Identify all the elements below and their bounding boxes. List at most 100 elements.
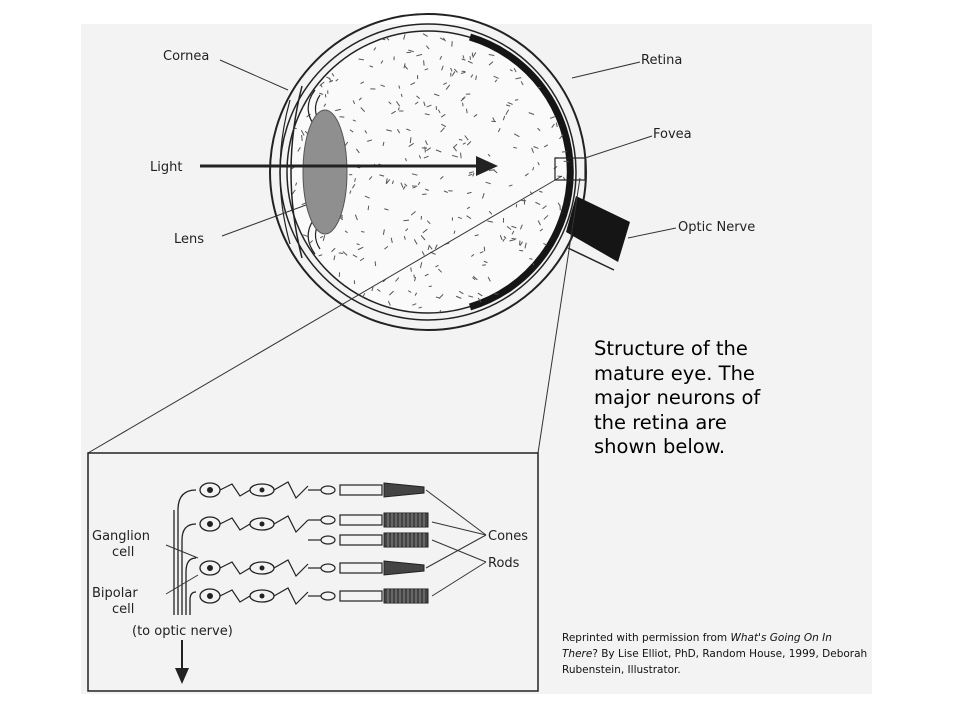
speckle [318,290,323,297]
speckle [549,31,552,36]
credit-book-title: What's Going On In There [562,632,832,660]
speckle [331,247,336,253]
speckle [373,47,377,51]
speckle [412,303,417,306]
bipolar-nucleus [259,593,265,599]
inset-leader-lines [165,489,487,597]
speckle [410,82,416,86]
speckle [462,55,465,59]
speckle [386,129,392,132]
speckle [302,234,308,237]
synapse [273,587,309,606]
speckle [509,69,513,72]
label-retina: Retina [641,53,682,68]
speckle [439,37,445,41]
speckle [369,65,374,68]
speckle [334,308,337,313]
speckle [396,129,401,134]
speckle [470,253,475,257]
label-cornea: Cornea [163,49,209,64]
speckle [452,154,459,158]
speckle [517,308,522,312]
speckle [523,299,526,305]
speckle [435,149,442,153]
speckle [400,93,403,98]
caption: Structure of the mature eye. The major n… [594,337,761,458]
speckle [519,249,524,252]
speckle [423,60,425,66]
speckle [453,68,458,73]
retina-inset [87,452,539,692]
speckle [391,180,394,185]
speckle [461,96,466,100]
speckle [411,173,418,176]
inner-segment [339,590,383,602]
speckle [416,53,423,57]
speckle [409,137,412,144]
speckle [418,306,422,309]
speckle [537,127,541,132]
speckle [475,75,477,81]
speckle [509,239,516,242]
speckle [429,245,433,250]
inner-segment [339,484,383,496]
label-bipolar-1: Bipolar [92,586,138,601]
speckle [537,161,540,166]
light-arrow [200,156,498,176]
label-optic-nerve: Optic Nerve [678,220,755,235]
label-cones: Cones [488,529,528,544]
speckle [519,241,523,246]
speckle [357,246,364,251]
bipolar-nucleus [259,521,265,527]
label-fovea: Fovea [653,127,692,142]
speckle [354,178,356,182]
speckle [434,244,438,249]
speckle [489,169,495,172]
speckle [414,101,419,105]
speckle [290,99,295,103]
leader-lines [87,59,677,454]
speckle [562,31,568,35]
speckle [559,134,564,140]
speckle [379,174,385,177]
speckle [473,114,478,118]
rod-outer-segment [383,512,429,528]
speckle [537,39,542,43]
cone-outer-segment [383,560,425,576]
speckle [546,44,549,49]
speckle [534,44,538,48]
label-to-optic-nerve: (to optic nerve) [132,624,233,639]
speckle [502,238,506,242]
speckle [442,37,446,42]
speckle [472,172,475,177]
speckle [466,191,472,194]
speckle [466,141,472,146]
speckle [412,186,416,189]
speckle [403,219,410,222]
speckle [437,268,443,273]
speckle [306,76,312,79]
label-bipolar-2: cell [112,602,134,617]
speckle [487,153,491,157]
speckle [337,293,341,298]
synapse [219,517,251,531]
speckle [515,77,522,80]
speckle [536,298,540,304]
speckle [450,67,453,72]
speckle [551,123,555,128]
cone-outer-segment [383,482,425,498]
speckle [396,101,401,107]
speckle [380,84,385,87]
speckle [554,31,558,36]
speckle [453,230,456,234]
speckle [408,49,414,53]
speckle [519,224,523,230]
speckle [443,82,447,85]
speckle [483,260,488,264]
speckle [477,292,483,297]
speckle [384,245,389,250]
speckle [460,97,465,102]
synapse [219,483,251,497]
speckle [397,107,400,111]
speckle [328,278,334,281]
